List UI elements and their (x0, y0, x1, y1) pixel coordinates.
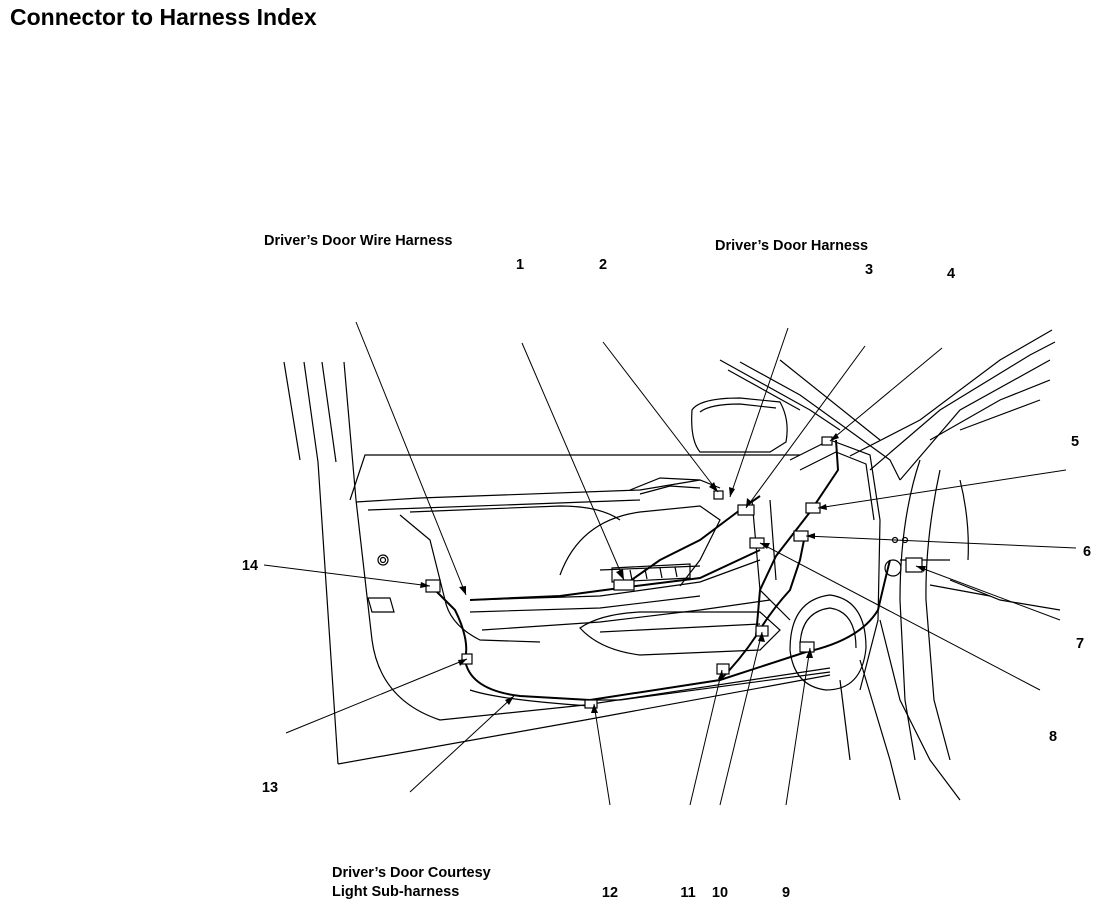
leader-4 (829, 347, 943, 442)
callout-5: 5 (1071, 434, 1079, 450)
courtesy-caption-line1: Driver’s Door Courtesy (332, 865, 491, 881)
leader-9 (785, 647, 811, 806)
connector-4 (821, 436, 833, 446)
leader-5 (817, 469, 1067, 509)
leader-8 (759, 542, 1041, 691)
callout-4: 4 (947, 266, 955, 282)
callout-10: 10 (712, 885, 728, 901)
leader-lines (263, 321, 1077, 806)
connector-12 (584, 699, 598, 709)
connector-2 (713, 490, 724, 500)
leader-10 (719, 631, 763, 806)
wire-harness (432, 439, 891, 702)
callout-1: 1 (516, 257, 524, 273)
arrowheads (420, 433, 926, 713)
callout-13: 13 (262, 780, 278, 796)
leader-12 (593, 703, 611, 806)
leader-6 (805, 535, 1077, 549)
connectors (425, 436, 923, 709)
leader-door-harness (745, 345, 866, 509)
leader-13 (285, 658, 468, 734)
page-title: Connector to Harness Index (10, 4, 317, 30)
connector-11 (716, 663, 730, 675)
callout-6: 6 (1083, 544, 1091, 560)
callout-7: 7 (1076, 636, 1084, 652)
callout-3: 3 (865, 262, 873, 278)
connector-3 (737, 504, 755, 516)
door-body-outline (283, 329, 1061, 801)
callout-2: 2 (599, 257, 607, 273)
connector-9 (799, 641, 815, 653)
callout-9: 9 (782, 885, 790, 901)
door-harness-caption: Driver’s Door Harness (715, 238, 868, 254)
leader-1 (521, 342, 625, 581)
leader-14 (263, 564, 431, 587)
leader-wire-harness (355, 321, 467, 596)
connector-7 (905, 557, 923, 573)
leader-7 (915, 565, 1061, 621)
callout-11: 11 (680, 885, 695, 901)
wire-harness-caption: Driver’s Door Wire Harness (264, 233, 452, 249)
diagram-labels: Driver’s Door Wire Harness Driver’s Door… (242, 233, 1091, 901)
courtesy-caption-line2: Light Sub-harness (332, 884, 459, 900)
callout-14: 14 (242, 558, 258, 574)
callout-8: 8 (1049, 729, 1057, 745)
leader-11 (689, 669, 723, 806)
connector-1 (613, 579, 635, 591)
connector-5 (805, 502, 821, 514)
leader-courtesy (409, 695, 515, 793)
leader-2 (602, 341, 719, 493)
callout-12: 12 (602, 885, 618, 901)
leader-3 (729, 327, 789, 498)
connector-6 (793, 530, 809, 542)
